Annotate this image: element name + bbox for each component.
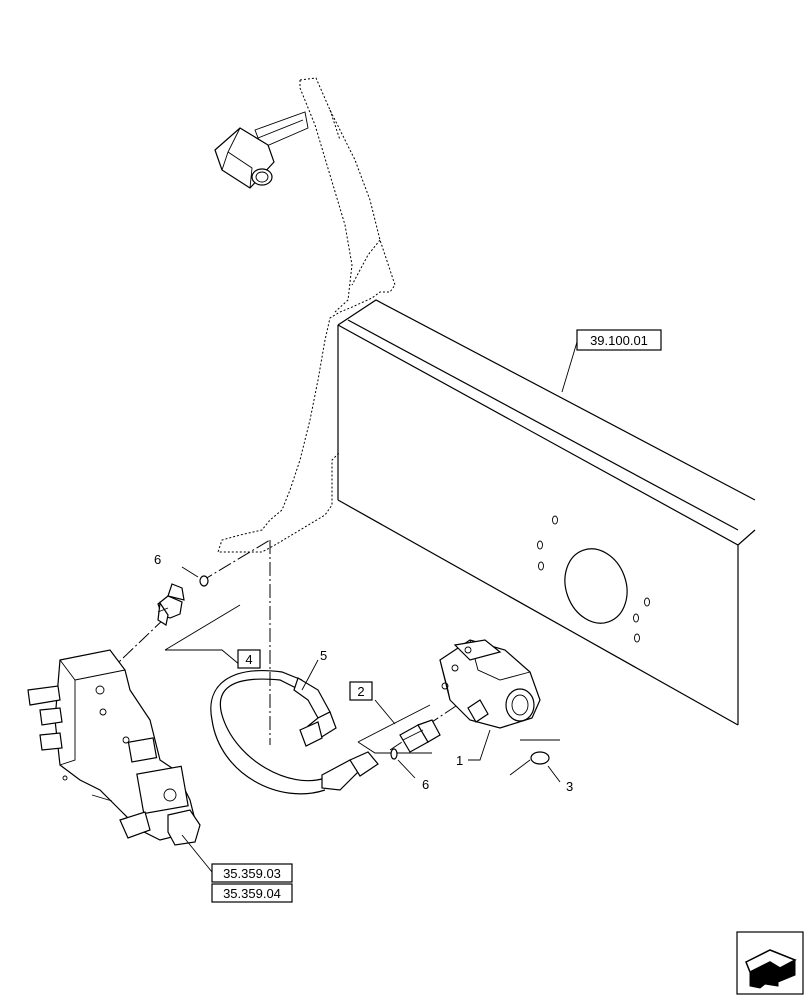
callout-fitting-kit: 2 bbox=[357, 684, 364, 699]
control-valve bbox=[27, 649, 201, 846]
top-connector bbox=[214, 111, 309, 189]
seal-top bbox=[181, 566, 209, 587]
callout-o-ring[interactable]: 3 bbox=[566, 779, 573, 794]
callout-box-kit-4[interactable]: 4 bbox=[237, 649, 261, 669]
hydraulic-pump bbox=[439, 639, 541, 729]
callout-seal-top[interactable]: 6 bbox=[154, 552, 161, 567]
callout-hose[interactable]: 5 bbox=[320, 648, 327, 663]
callout-seal-bottom[interactable]: 6 bbox=[422, 777, 429, 792]
callout-elbow-kit: 4 bbox=[245, 652, 252, 667]
elbow-fitting bbox=[157, 583, 185, 626]
hose-assembly bbox=[210, 670, 379, 795]
o-ring bbox=[509, 739, 561, 783]
callout-pump-group bbox=[468, 729, 491, 761]
callout-pump[interactable]: 1 bbox=[456, 753, 463, 768]
ref-valve-2: 35.359.04 bbox=[223, 886, 281, 901]
frame-39-100-01 bbox=[337, 299, 756, 726]
bracket-kit-4 bbox=[164, 604, 241, 666]
center-lines bbox=[99, 539, 466, 751]
navigation-arrow-icon[interactable] bbox=[736, 931, 804, 995]
straight-fitting bbox=[399, 719, 441, 753]
bracket-kit-2 bbox=[357, 699, 432, 754]
frame-bolt-holes bbox=[537, 515, 650, 643]
callout-hose-group bbox=[301, 659, 319, 691]
ref-frame-group[interactable]: 39.100.01 bbox=[561, 329, 662, 393]
ref-frame-label: 39.100.01 bbox=[590, 333, 648, 348]
ref-valve-1: 35.359.03 bbox=[223, 866, 281, 881]
seal-bottom bbox=[390, 748, 416, 779]
ref-valve-group[interactable]: 35.359.03 35.359.04 bbox=[181, 834, 293, 903]
callout-box-kit-2[interactable]: 2 bbox=[349, 681, 373, 701]
mount-bracket bbox=[217, 77, 396, 553]
